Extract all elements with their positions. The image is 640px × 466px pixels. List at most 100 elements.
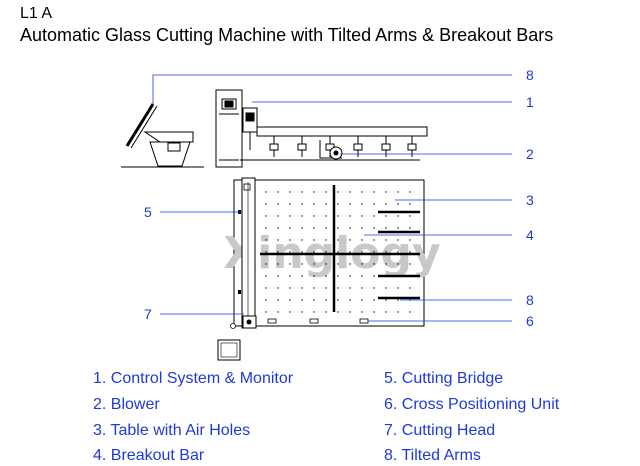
air-hole: [277, 215, 279, 217]
air-hole: [277, 251, 279, 253]
air-hole: [349, 299, 351, 301]
blower-side: [319, 140, 343, 160]
air-hole: [325, 227, 327, 229]
air-hole: [385, 251, 387, 253]
air-hole: [301, 191, 303, 193]
cutting-head-side: [242, 107, 258, 150]
air-hole: [289, 191, 291, 193]
air-hole: [373, 227, 375, 229]
air-hole: [397, 299, 399, 301]
legend-item-2: 2. Blower: [93, 396, 160, 413]
air-hole: [373, 239, 375, 241]
air-hole: [325, 215, 327, 217]
air-hole: [385, 203, 387, 205]
air-hole: [277, 287, 279, 289]
air-hole: [349, 215, 351, 217]
legend-item-1: 1. Control System & Monitor: [93, 370, 294, 387]
air-hole: [265, 203, 267, 205]
legend-item-4: 4. Breakout Bar: [93, 447, 205, 464]
air-hole: [349, 263, 351, 265]
air-hole: [325, 263, 327, 265]
air-hole: [265, 227, 267, 229]
air-hole: [349, 227, 351, 229]
air-hole: [361, 227, 363, 229]
air-hole: [313, 203, 315, 205]
air-hole: [313, 275, 315, 277]
callout-lines: [152, 74, 512, 322]
air-hole: [301, 275, 303, 277]
air-hole: [337, 227, 339, 229]
air-hole: [289, 215, 291, 217]
plan-view: Xinglogy: [217, 177, 441, 361]
air-hole: [313, 239, 315, 241]
diagram-title: Automatic Glass Cutting Machine with Til…: [20, 25, 554, 45]
callout-5: 5: [144, 204, 152, 220]
air-hole: [385, 239, 387, 241]
air-hole: [301, 227, 303, 229]
air-hole: [301, 287, 303, 289]
legend-item-5: 5. Cutting Bridge: [384, 370, 504, 387]
air-hole: [289, 203, 291, 205]
air-hole: [325, 287, 327, 289]
air-hole: [373, 311, 375, 313]
table-legs: [240, 136, 420, 161]
air-hole: [337, 299, 339, 301]
legend-item-6: 6. Cross Positioning Unit: [384, 396, 560, 413]
side-view: [121, 89, 428, 168]
air-hole: [313, 227, 315, 229]
air-hole: [385, 287, 387, 289]
air-hole: [337, 311, 339, 313]
air-hole: [289, 251, 291, 253]
tilted-arm-loader: [121, 103, 204, 168]
air-hole: [409, 263, 411, 265]
air-hole: [373, 299, 375, 301]
air-hole: [289, 239, 291, 241]
air-hole: [265, 299, 267, 301]
air-hole: [289, 287, 291, 289]
air-hole: [325, 275, 327, 277]
air-hole: [361, 251, 363, 253]
callout-3: 3: [526, 192, 534, 208]
legend-item-3: 3. Table with Air Holes: [93, 422, 251, 439]
callout-4: 4: [526, 227, 534, 243]
air-hole: [397, 191, 399, 193]
air-hole: [385, 299, 387, 301]
air-hole: [397, 203, 399, 205]
air-hole: [301, 203, 303, 205]
air-hole: [409, 215, 411, 217]
air-hole: [361, 287, 363, 289]
callout-6: 6: [526, 313, 534, 329]
air-hole: [349, 203, 351, 205]
air-hole: [277, 203, 279, 205]
air-hole: [325, 251, 327, 253]
air-hole: [277, 191, 279, 193]
air-hole: [313, 263, 315, 265]
air-hole: [409, 251, 411, 253]
callout-8-bottom: 8: [526, 292, 534, 308]
air-hole: [325, 239, 327, 241]
air-hole: [265, 239, 267, 241]
air-hole: [397, 239, 399, 241]
cutting-bridge: [241, 177, 256, 329]
air-hole: [313, 299, 315, 301]
legend-item-8: 8. Tilted Arms: [384, 447, 481, 464]
air-hole: [325, 191, 327, 193]
callout-2: 2: [526, 146, 534, 162]
air-hole: [361, 299, 363, 301]
air-hole: [385, 215, 387, 217]
air-hole: [277, 239, 279, 241]
air-hole: [325, 299, 327, 301]
air-hole: [277, 227, 279, 229]
air-hole: [409, 191, 411, 193]
air-hole: [349, 251, 351, 253]
air-hole: [385, 227, 387, 229]
air-hole: [361, 263, 363, 265]
air-hole: [409, 311, 411, 313]
air-hole: [337, 191, 339, 193]
air-hole: [397, 263, 399, 265]
air-hole: [277, 311, 279, 313]
air-hole: [313, 311, 315, 313]
air-hole: [385, 263, 387, 265]
air-hole: [397, 251, 399, 253]
